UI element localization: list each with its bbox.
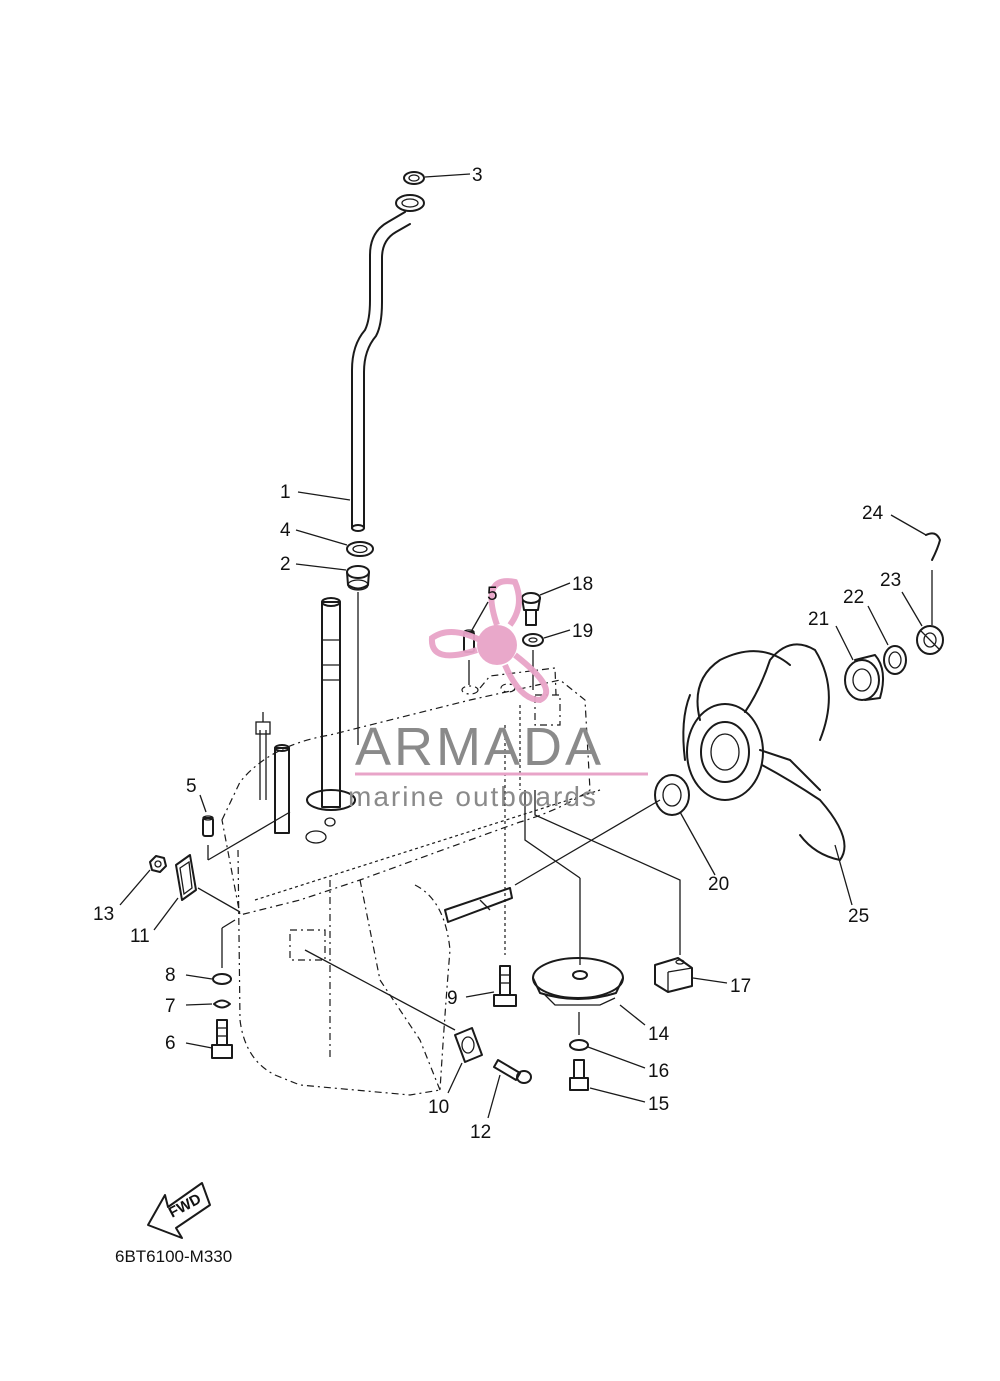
part-washer-8: [212, 973, 232, 985]
part-nut-13: [149, 855, 167, 873]
part-bolt-6: [211, 1019, 233, 1059]
callout-2: 2: [280, 554, 291, 575]
callout-4: 4: [280, 520, 291, 541]
part-washer-16: [569, 1039, 589, 1051]
callout-20: 20: [708, 874, 729, 895]
callout-12: 12: [470, 1122, 491, 1143]
callout-9: 9: [447, 988, 458, 1009]
callout-1: 1: [280, 482, 291, 503]
part-nut-23: [916, 625, 944, 655]
part-gasket-10: [454, 1027, 483, 1063]
part-bolt-15: [569, 1059, 589, 1091]
part-propeller-25: [682, 643, 846, 861]
callout-17: 17: [730, 976, 751, 997]
part-bolt-9: [493, 965, 517, 1007]
callout-18: 18: [572, 574, 593, 595]
callout-5-left: 5: [186, 776, 197, 797]
callout-15: 15: [648, 1094, 669, 1115]
fwd-arrow-icon: FWD: [147, 1182, 211, 1239]
callout-24: 24: [862, 503, 884, 524]
callout-13: 13: [93, 904, 114, 925]
callout-25: 25: [848, 906, 869, 927]
part-cotter-pin-24: [925, 532, 941, 561]
callout-11: 11: [130, 926, 150, 947]
callout-16: 16: [648, 1061, 669, 1082]
part-seal-4: [346, 541, 374, 557]
callout-numbers: 1 2 3 4 5 5 6 7 8 9 10 11 12 13 14 15 16…: [93, 165, 901, 1143]
callout-21: 21: [808, 609, 829, 630]
part-thrust-washer-20: [654, 774, 690, 816]
part-anode-17: [654, 957, 693, 993]
callout-5-right: 5: [487, 584, 498, 605]
part-grommet-3: [403, 171, 425, 185]
part-propeller-shaft: [444, 887, 513, 923]
callout-22: 22: [843, 587, 864, 608]
part-anode-14: [532, 957, 624, 1006]
diagram-code: 6BT6100-M330: [115, 1247, 232, 1266]
callout-19: 19: [572, 621, 593, 642]
watermark-logo-icon: [428, 578, 550, 704]
part-water-tube: [351, 194, 425, 532]
part-washer-22: [883, 645, 907, 675]
callout-7: 7: [165, 996, 176, 1017]
callout-23: 23: [880, 570, 901, 591]
part-grommet-2: [346, 565, 370, 591]
part-bolt-18: [521, 592, 541, 626]
part-spacer-21: [844, 654, 885, 701]
part-screw-12: [493, 1059, 532, 1084]
callout-leaders: [119, 173, 927, 1119]
callout-8: 8: [165, 965, 176, 986]
part-dowel-pin-left: [202, 815, 214, 837]
callout-10: 10: [428, 1097, 449, 1118]
callout-6: 6: [165, 1033, 176, 1054]
callout-14: 14: [648, 1024, 670, 1045]
part-drive-shaft: [306, 597, 356, 811]
part-gasket-11: [175, 854, 197, 901]
part-washer-19: [522, 633, 544, 647]
watermark-tagline: marine outboards: [348, 781, 598, 812]
part-washer-7: [213, 999, 231, 1009]
part-shift-rod: [255, 712, 290, 834]
watermark-brand: ARMADA: [355, 717, 604, 777]
callout-3: 3: [472, 165, 483, 186]
